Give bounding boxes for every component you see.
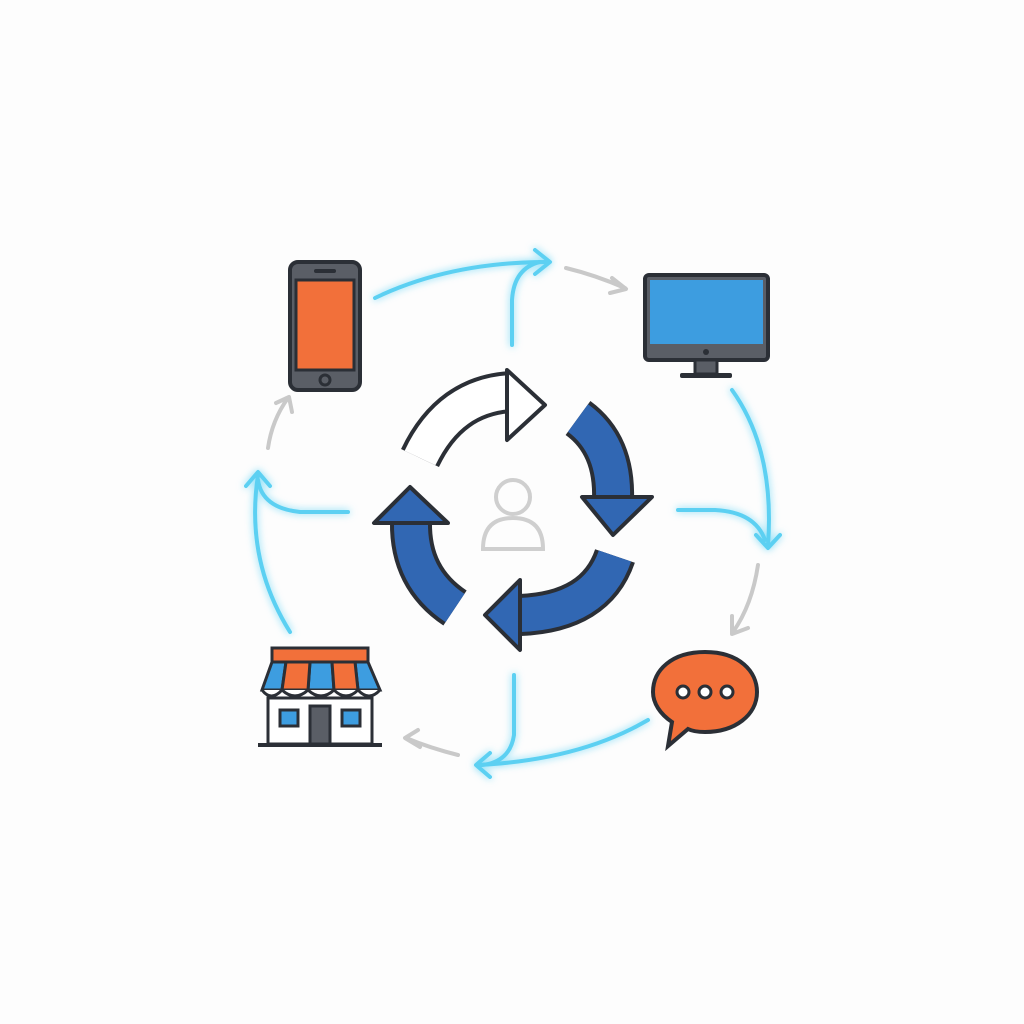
arrowhead	[533, 248, 552, 276]
cycle-arrow-right	[564, 401, 654, 537]
smartphone-icon	[288, 260, 362, 392]
user-icon	[480, 478, 546, 551]
connector-branch-left	[256, 478, 350, 514]
arrowhead	[244, 470, 272, 488]
cycle-arrow-top	[401, 368, 547, 468]
chat-bubble-icon	[650, 649, 760, 752]
connector-branch-right	[676, 508, 767, 542]
arrowhead	[474, 751, 492, 779]
connectors	[244, 248, 782, 779]
connector-branch-bottom	[480, 673, 516, 767]
connector-store-to-phone	[253, 473, 292, 634]
arrowhead	[754, 533, 782, 550]
cycle-arrow-bottom	[483, 548, 635, 652]
connector-chat-to-store	[476, 718, 650, 767]
connector-monitor-to-chat	[730, 388, 771, 547]
storefront-icon	[258, 646, 383, 747]
desktop-monitor-icon	[643, 273, 770, 378]
gray-arrow-right	[730, 563, 760, 636]
cycle-arrows	[372, 368, 654, 652]
gray-arrow-top	[564, 266, 628, 295]
gray-arrow-left	[266, 395, 294, 450]
connector-branch-top	[510, 260, 542, 347]
cycle-arrow-left	[372, 485, 468, 626]
connector-phone-to-monitor	[373, 260, 550, 300]
gray-arrow-bottom	[403, 728, 460, 757]
